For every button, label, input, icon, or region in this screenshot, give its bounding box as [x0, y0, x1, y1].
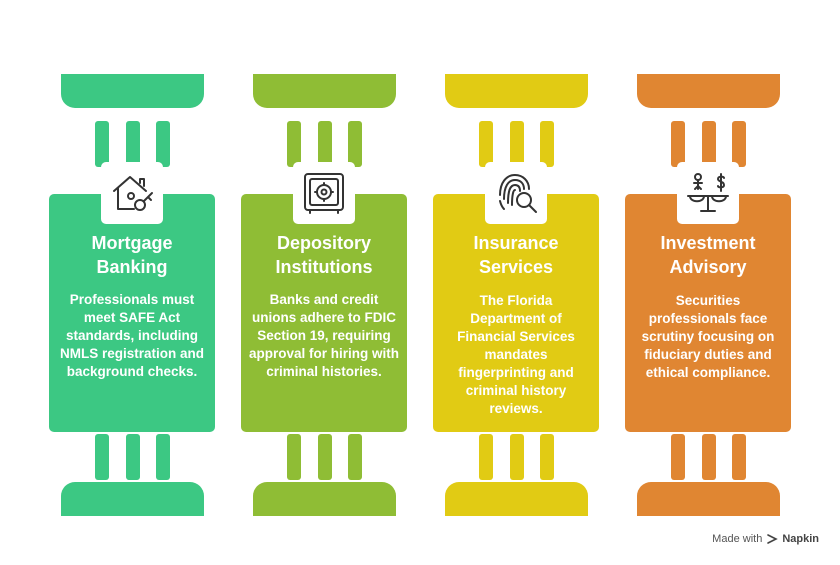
pillar-rod — [702, 121, 716, 167]
house-key-icon — [113, 176, 153, 211]
pillar-bottom-cap — [445, 482, 588, 516]
pillar-panel — [241, 194, 407, 432]
icon-badge — [485, 162, 547, 224]
pillar-title: Insurance Services — [473, 233, 559, 277]
pillar-rod — [348, 121, 362, 167]
pillar-rod — [732, 121, 746, 167]
safe-icon — [304, 173, 344, 214]
pillar-rod — [126, 434, 140, 480]
pillar-panel — [49, 194, 215, 432]
pillar-description: Professionals must meet SAFE Act standar… — [59, 292, 204, 379]
made-with-label: Made with — [712, 533, 763, 545]
pillar-rod — [732, 434, 746, 480]
pillar-top-cap — [637, 74, 780, 108]
pillar-panel — [625, 194, 791, 432]
pillar-mortgage-banking: Mortgage Banking Professionals must meet… — [49, 0, 217, 565]
pillar-description: Securities professionals face scrutiny f… — [641, 293, 775, 380]
pillar-rod — [156, 434, 170, 480]
advisor-scale-icon — [687, 173, 729, 212]
pillar-rod — [126, 121, 140, 167]
pillar-rod — [287, 434, 301, 480]
napkin-logo-icon — [767, 534, 779, 544]
pillar-rod — [287, 121, 301, 167]
pillar-rod — [671, 121, 685, 167]
pillar-title: Investment Advisory — [660, 233, 756, 277]
pillar-rod — [510, 121, 524, 167]
icon-badge — [101, 162, 163, 224]
pillar-description: Banks and credit unions adhere to FDIC S… — [249, 292, 400, 379]
pillar-title: Depository Institutions — [275, 233, 373, 277]
pillar-description: The Florida Department of Financial Serv… — [457, 293, 575, 416]
pillar-rod — [95, 434, 109, 480]
pillar-top-cap — [445, 74, 588, 108]
napkin-brand: Napkin — [782, 533, 819, 545]
pillar-rod — [702, 434, 716, 480]
pillar-rod — [348, 434, 362, 480]
pillar-top-cap — [253, 74, 396, 108]
pillar-rod — [318, 434, 332, 480]
pillar-title: Mortgage Banking — [91, 233, 173, 277]
pillar-rod — [318, 121, 332, 167]
pillar-rod — [95, 121, 109, 167]
pillar-rod — [540, 121, 554, 167]
pillar-rod — [479, 121, 493, 167]
pillar-bottom-cap — [637, 482, 780, 516]
made-with-napkin-footer[interactable]: Made with Napkin — [712, 533, 819, 545]
icon-badge — [677, 162, 739, 224]
pillar-bottom-cap — [61, 482, 204, 516]
pillar-rod — [671, 434, 685, 480]
pillar-investment-advisory: Investment Advisory Securities professio… — [625, 0, 793, 565]
pillar-top-cap — [61, 74, 204, 108]
pillar-depository-institutions: Depository Institutions Banks and credit… — [241, 0, 409, 565]
icon-badge — [293, 162, 355, 224]
fingerprint-search-icon — [499, 174, 537, 213]
pillar-rod — [540, 434, 554, 480]
pillar-panel — [433, 194, 599, 432]
pillar-rod — [156, 121, 170, 167]
pillar-rod — [479, 434, 493, 480]
pillar-rod — [510, 434, 524, 480]
pillar-bottom-cap — [253, 482, 396, 516]
pillar-insurance-services: Insurance Services The Florida Departmen… — [433, 0, 601, 565]
